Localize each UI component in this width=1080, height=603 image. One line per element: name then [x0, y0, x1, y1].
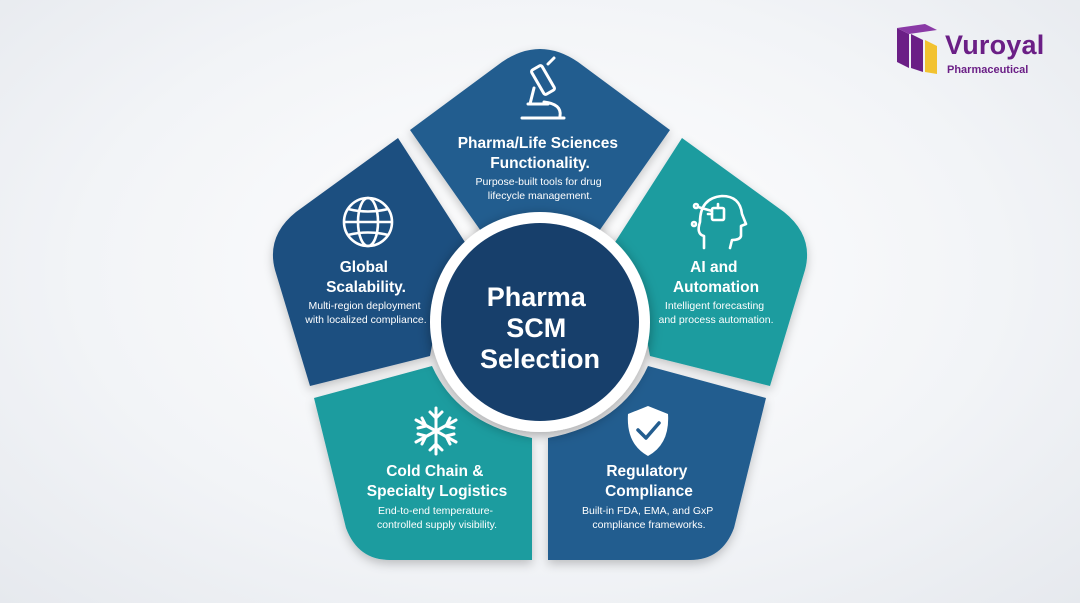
- svg-text:Regulatory Compliance: Regulatory Compliance: [605, 463, 693, 500]
- svg-text:Pharma SCM Selecti: Pharma SCM Selection: [480, 282, 600, 374]
- microscope-icon: [520, 56, 566, 120]
- segment-global-shape: [272, 138, 470, 386]
- svg-text:Pharma/Life Sciences Fun: Pharma/Life Sciences Functionality.: [458, 135, 623, 172]
- segment-regulatory-title-line2: Compliance: [605, 483, 693, 500]
- segment-pharma-shape: [410, 49, 670, 234]
- svg-text:AI and Automation: AI and Automation: [673, 259, 759, 296]
- svg-text:Global Scalability.: Global Scalability.: [326, 259, 406, 296]
- segment-global-title-line1: Global: [340, 259, 388, 276]
- center-title-line2: SCM: [506, 313, 566, 343]
- segment-cold-chain-desc-line1: End-to-end temperature-: [378, 505, 493, 517]
- segment-ai-desc-line2: and process automation.: [659, 314, 774, 326]
- segment-pharma-title-line1: Pharma/Life Sciences: [458, 135, 618, 152]
- segment-regulatory-compliance: Regulatory Compliance Built-in FDA, EMA,…: [548, 366, 766, 560]
- segment-pharma-desc-line2: lifecycle management.: [488, 190, 592, 202]
- snowflake-icon: [414, 406, 458, 456]
- globe-icon: [342, 196, 394, 248]
- center-hub: Pharma SCM Selection: [430, 212, 650, 432]
- segment-pharma-title-line2: Functionality.: [490, 155, 590, 172]
- segment-ai-shape: [610, 138, 808, 386]
- segment-regulatory-title-line1: Regulatory: [606, 463, 687, 480]
- segment-ai-desc-line1: Intelligent forecasting: [665, 300, 764, 312]
- segment-cold-chain-desc-line2: controlled supply visibility.: [377, 519, 497, 531]
- segment-ai-title-line1: AI and: [690, 259, 737, 276]
- segment-regulatory-desc-line2: compliance frameworks.: [592, 519, 705, 531]
- segment-regulatory-desc-line1: Built-in FDA, EMA, and GxP: [582, 505, 713, 517]
- svg-text:Cold Chain & Specialty L: Cold Chain & Specialty Logistics: [367, 463, 507, 500]
- segment-regulatory-shape: [548, 366, 766, 560]
- svg-text:Multi-region deployment: Multi-region deployment with localized c…: [304, 300, 426, 326]
- segment-cold-chain: Cold Chain & Specialty Logistics End-to-…: [314, 366, 532, 560]
- segment-cold-chain-title-line2: Specialty Logistics: [367, 483, 507, 500]
- segment-pharma-desc-line1: Purpose-built tools for drug: [476, 176, 602, 188]
- center-title-line3: Selection: [480, 344, 600, 374]
- segment-global-scalability: Global Scalability. Multi-region deploym…: [272, 138, 470, 386]
- logo-mark-icon: [897, 24, 937, 74]
- segment-cold-chain-shape: [314, 366, 532, 560]
- segment-cold-chain-title-line1: Cold Chain &: [386, 463, 483, 480]
- svg-text:Purpose-built tools for drug: Purpose-built tools for drug lifecycle m…: [476, 176, 605, 202]
- svg-text:Built-in FDA, EMA, and GxP: Built-in FDA, EMA, and GxP compliance fr…: [582, 505, 716, 531]
- shield-check-icon: [627, 406, 669, 456]
- center-title-line1: Pharma: [487, 282, 587, 312]
- segment-ai-title-line2: Automation: [673, 279, 759, 296]
- brand-tagline: Pharmaceutical: [947, 64, 1029, 76]
- svg-text:Intelligent forecasting: Intelligent forecasting and process auto…: [659, 300, 774, 326]
- segment-pharma-life-sciences: Pharma/Life Sciences Functionality. Purp…: [410, 49, 670, 234]
- segment-global-desc-line1: Multi-region deployment: [309, 300, 421, 312]
- segment-global-desc-line2: with localized compliance.: [304, 314, 426, 326]
- ai-head-icon: [690, 194, 748, 250]
- segment-global-title-line2: Scalability.: [326, 279, 406, 296]
- svg-text:End-to-end temperature-: End-to-end temperature- controlled suppl…: [377, 505, 497, 531]
- segment-ai-automation: AI and Automation Intelligent forecastin…: [610, 138, 808, 386]
- center-circle: [441, 223, 639, 421]
- brand-logo: Vuroyal Pharmaceutical: [895, 24, 1065, 80]
- brand-name: Vuroyal: [945, 30, 1045, 60]
